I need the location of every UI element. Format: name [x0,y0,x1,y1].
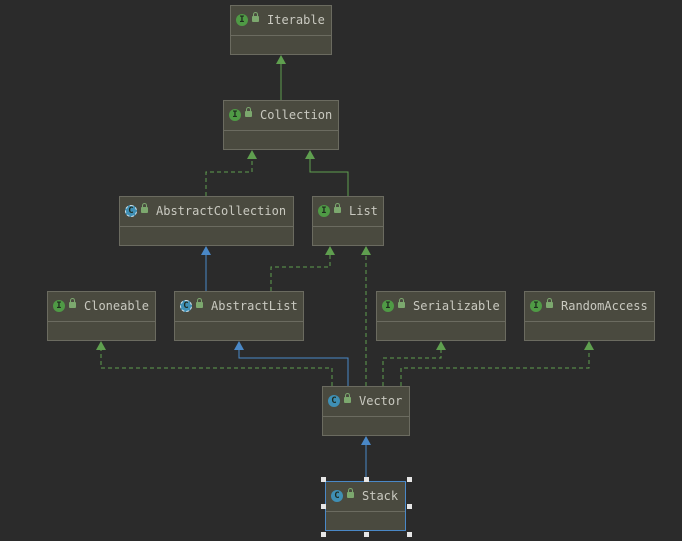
node-abstractlist[interactable]: C AbstractList [174,291,304,341]
resize-handle[interactable] [364,477,369,482]
arrowhead [201,246,211,255]
interface-icon: I [318,205,330,217]
node-label: List [349,204,378,218]
arrowhead [361,436,371,445]
node-randomaccess[interactable]: I RandomAccess [524,291,655,341]
lock-icon [398,298,405,308]
edge-abstractlist-list [270,253,331,291]
arrowhead [96,341,106,350]
resize-handle[interactable] [407,477,412,482]
edge-list-collection [309,157,349,196]
node-stack[interactable]: C Stack [325,481,406,531]
resize-handle[interactable] [407,504,412,509]
lock-icon [344,393,351,403]
node-label: Collection [260,108,333,122]
abstract-class-icon: C [180,300,192,312]
arrowhead [584,341,594,350]
resize-handle[interactable] [321,477,326,482]
class-icon: C [328,395,340,407]
lock-icon [334,203,341,213]
lock-icon [546,298,553,308]
node-label: RandomAccess [561,299,648,313]
node-label: AbstractList [211,299,298,313]
class-icon: C [331,490,343,502]
node-vector[interactable]: C Vector [322,386,410,436]
resize-handle[interactable] [364,532,369,537]
resize-handle[interactable] [321,532,326,537]
node-label: Iterable [267,13,325,27]
resize-handle[interactable] [407,532,412,537]
node-label: Vector [359,394,403,408]
resize-handle[interactable] [321,504,326,509]
abstract-class-icon: C [125,205,137,217]
edge-abstractcollection-collection [205,157,253,196]
interface-icon: I [236,14,248,26]
edge-vector-randomaccess [400,348,590,386]
interface-icon: I [530,300,542,312]
node-iterable[interactable]: I Iterable [230,5,332,55]
node-label: Stack [362,489,399,503]
node-serializable[interactable]: I Serializable [376,291,506,341]
lock-icon [245,107,252,117]
node-cloneable[interactable]: I Cloneable [47,291,156,341]
lock-icon [252,12,259,22]
arrowhead [247,150,257,159]
node-label: Serializable [413,299,500,313]
edge-vector-abstractlist [238,348,349,386]
edge-vector-serializable [382,348,442,386]
lock-icon [347,488,354,498]
arrowhead [325,246,335,255]
interface-icon: I [382,300,394,312]
lock-icon [196,298,203,308]
node-label: AbstractCollection [156,204,287,218]
arrowhead [361,246,371,255]
edge-vector-cloneable [100,348,333,386]
arrowhead [436,341,446,350]
node-list[interactable]: I List [312,196,384,246]
node-collection[interactable]: I Collection [223,100,339,150]
arrowhead [234,341,244,350]
arrowhead [305,150,315,159]
lock-icon [69,298,76,308]
node-abstractcollection[interactable]: C AbstractCollection [119,196,294,246]
interface-icon: I [229,109,241,121]
interface-icon: I [53,300,65,312]
node-label: Cloneable [84,299,150,313]
arrowhead [276,55,286,64]
lock-icon [141,203,148,213]
